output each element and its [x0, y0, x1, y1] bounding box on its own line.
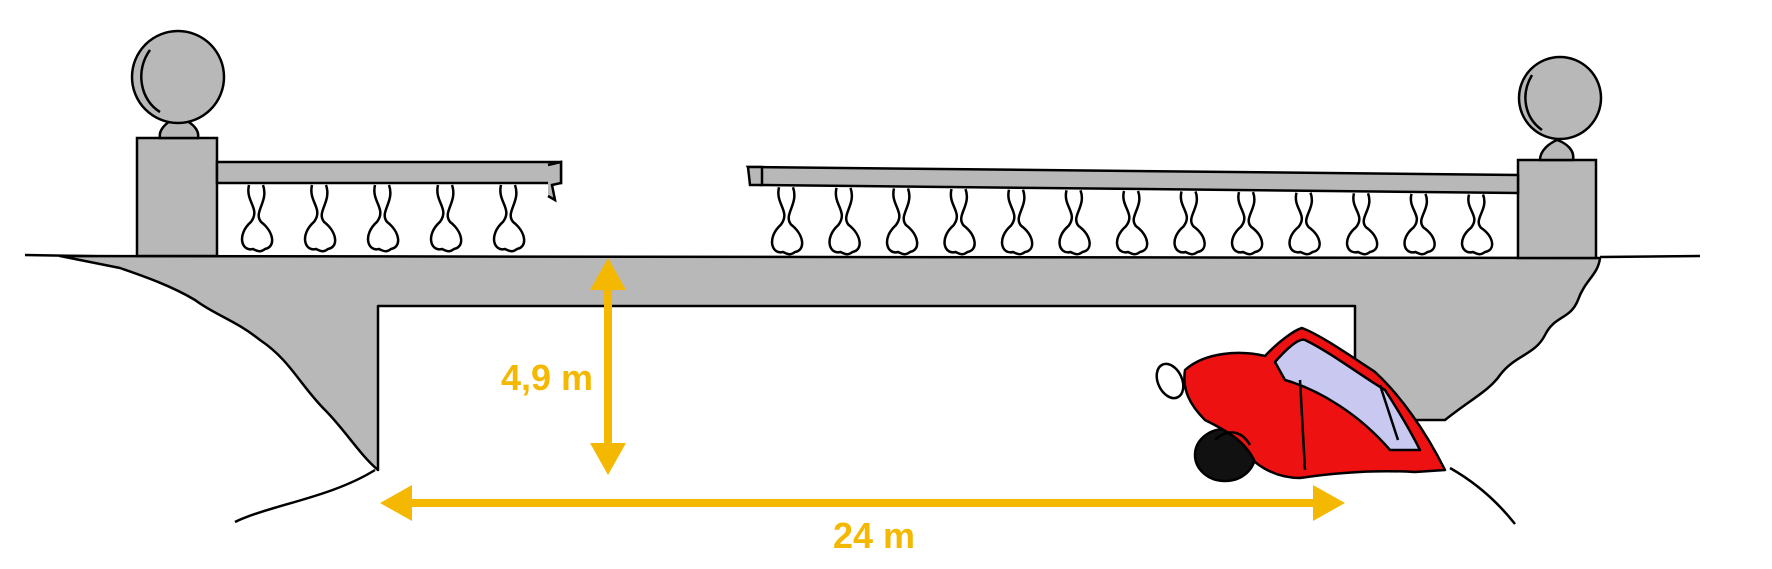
right-balusters	[770, 186, 1494, 256]
baluster	[1000, 189, 1034, 256]
baluster	[1460, 194, 1494, 256]
baluster	[366, 184, 400, 253]
width-label: 24 m	[833, 515, 915, 556]
baluster	[828, 187, 861, 256]
right-pillar	[1516, 55, 1603, 260]
baluster	[1403, 193, 1436, 256]
baluster	[1345, 192, 1379, 256]
left-pillar	[130, 29, 226, 258]
baluster	[492, 184, 526, 253]
baluster	[303, 184, 337, 253]
car-window	[1273, 338, 1422, 452]
baluster	[1115, 190, 1149, 256]
red-car	[1155, 326, 1447, 483]
baluster	[1058, 189, 1091, 256]
left-pillar-sphere	[130, 29, 226, 125]
car-headlight	[1155, 362, 1185, 400]
baluster	[429, 184, 463, 253]
baluster	[885, 188, 919, 256]
bridge-deck	[58, 254, 1602, 472]
width-dimension-arrow	[380, 485, 1345, 521]
baluster	[1173, 191, 1206, 256]
baluster	[240, 184, 274, 253]
baluster	[770, 186, 804, 256]
right-pillar-sphere	[1517, 55, 1603, 141]
right-railing	[745, 165, 1520, 195]
baluster	[943, 188, 976, 256]
height-dimension-arrow	[590, 258, 626, 475]
left-railing	[215, 160, 563, 203]
baluster	[1230, 191, 1264, 256]
left-balusters	[240, 184, 526, 253]
height-label: 4,9 m	[501, 357, 593, 398]
baluster	[1288, 192, 1321, 256]
